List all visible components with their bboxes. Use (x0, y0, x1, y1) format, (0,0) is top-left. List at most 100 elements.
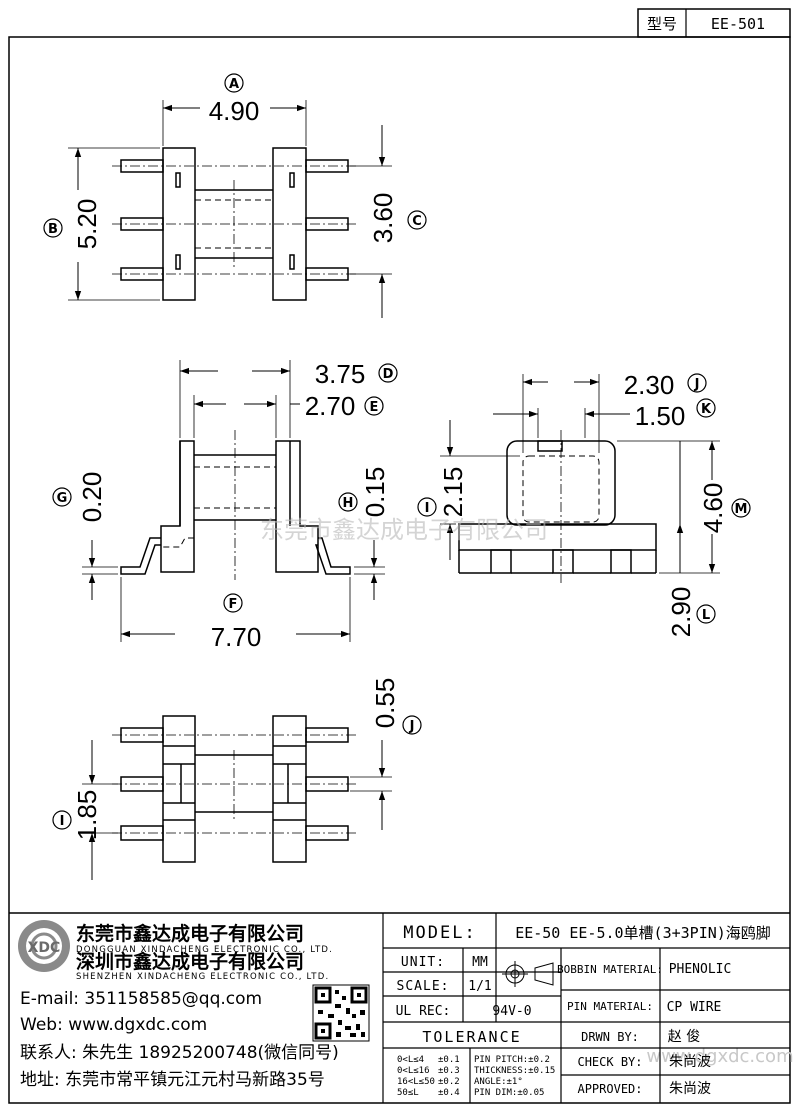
svg-text:XDC: XDC (28, 940, 61, 956)
front-view-dimensions (88, 367, 378, 638)
tb-pin-label: PIN MATERIAL: (567, 1000, 653, 1013)
tb-ulrec-value: 94V-0 (492, 1004, 531, 1019)
tb-unit-label: UNIT: (401, 955, 445, 970)
dim-J2-label: J (402, 715, 422, 735)
tb-model-value: EE-50 EE-5.0单槽(3+3PIN)海鸥脚 (515, 924, 771, 942)
svg-text:D: D (383, 367, 394, 382)
tol-range: 16<L≤50 (397, 1077, 435, 1087)
projection-symbol (502, 961, 554, 987)
tol-value: ±0.2 (438, 1077, 460, 1087)
tb-tolerance-label: TOLERANCE (422, 1028, 521, 1046)
svg-text:F: F (229, 597, 238, 612)
front-view (82, 360, 385, 642)
tb-model-label: MODEL: (403, 923, 476, 943)
svg-text:J: J (409, 719, 415, 734)
tb-drawn-label: DRWN BY: (581, 1030, 639, 1044)
tol-spec: THICKNESS:±0.15 (474, 1066, 555, 1076)
dim-E-label: E (364, 396, 384, 416)
dim-K-label: K (696, 398, 716, 418)
dim-A-value: 4.90 (209, 96, 260, 126)
bottom-view-dimensions (88, 740, 386, 880)
svg-text:A: A (229, 77, 239, 92)
tol-spec: PIN PITCH:±0.2 (474, 1055, 550, 1065)
company-web: Web: www.dgxdc.com (20, 1015, 207, 1035)
tb-drawn-value: 赵 俊 (668, 1029, 700, 1045)
company-name-sz-en: SHENZHEN XINDACHENG ELECTRONIC CO., LTD. (76, 972, 329, 982)
sheet-border (8, 36, 791, 1104)
tol-value: ±0.4 (438, 1088, 460, 1098)
dim-L-label: L (696, 604, 716, 624)
dim-G-label: G (52, 487, 72, 507)
company-name-sz: 深圳市鑫达成电子有限公司 (76, 950, 304, 973)
dim-M-label: M (731, 498, 751, 518)
watermark-url: www.dgxdc.com (646, 1046, 793, 1067)
tol-spec: PIN DIM:±0.05 (474, 1088, 544, 1098)
svg-text:I: I (425, 501, 430, 516)
svg-text:C: C (412, 214, 422, 229)
dim-I2-value: 1.85 (72, 790, 102, 841)
dim-C-value: 3.60 (368, 193, 398, 244)
svg-text:M: M (735, 502, 748, 517)
company-address: 地址: 东莞市常平镇元江元村马新路35号 (20, 1070, 325, 1090)
tol-range: 0<L≤4 (397, 1055, 424, 1065)
tb-pin-value: CP WIRE (667, 1000, 722, 1015)
dim-M-value: 4.60 (698, 483, 728, 534)
company-contact: 联系人: 朱先生 18925200748(微信同号) (20, 1043, 339, 1063)
dim-F-label: F (223, 593, 243, 613)
dim-F-value: 7.70 (211, 622, 262, 652)
tol-range: 0<L≤16 (397, 1066, 430, 1076)
dim-D-label: D (378, 363, 398, 383)
dim-H-label: H (338, 492, 358, 512)
tb-approved-label: APPROVED: (577, 1082, 642, 1096)
svg-text:K: K (701, 402, 712, 417)
dim-A-label: A (224, 73, 244, 93)
qr-code (312, 984, 370, 1042)
dim-J2-value: 0.55 (370, 678, 400, 729)
tol-value: ±0.1 (438, 1055, 460, 1065)
tb-scale-label: SCALE: (397, 979, 450, 994)
dim-I-value: 2.15 (438, 467, 468, 518)
dim-I-label: I (417, 497, 437, 517)
dim-K-value: 1.50 (635, 401, 686, 431)
dim-E-value: 2.70 (305, 391, 356, 421)
bottom-view (82, 715, 392, 863)
company-email: E-mail: 351158585@qq.com (20, 989, 262, 1009)
tb-approved-value: 朱尚波 (669, 1081, 711, 1097)
dim-G-value: 0.20 (77, 472, 107, 523)
svg-text:J: J (694, 377, 700, 392)
company-name-dg-en: DONGGUAN XINDACHENG ELECTRONIC CO., LTD. (76, 945, 333, 955)
svg-text:G: G (57, 491, 68, 506)
tol-value: ±0.3 (438, 1066, 460, 1076)
dim-H-value: 0.15 (360, 467, 390, 518)
dim-C-label: C (407, 210, 427, 230)
top-view (68, 100, 392, 301)
svg-text:I: I (60, 814, 65, 829)
tb-bobbin-label: BOBBIN MATERIAL: (557, 963, 663, 976)
company-name-dg: 东莞市鑫达成电子有限公司 (76, 922, 304, 945)
side-view-dimensions (446, 378, 716, 573)
svg-text:E: E (370, 400, 379, 415)
tb-unit-value: MM (472, 955, 488, 970)
header-model-box: 型号 EE-501 (637, 8, 791, 38)
dim-D-value: 3.75 (315, 359, 366, 389)
tb-scale-value: 1/1 (468, 979, 491, 994)
svg-text:L: L (702, 608, 710, 623)
dim-B-value: 5.20 (72, 199, 102, 250)
tol-spec: ANGLE:±1° (474, 1077, 523, 1087)
tb-check-label: CHECK BY: (577, 1055, 642, 1069)
tb-ulrec-label: UL REC: (396, 1004, 451, 1019)
tb-bobbin-value: PHENOLIC (669, 962, 732, 977)
top-view-dimensions (74, 104, 386, 318)
header-model-label: 型号 (647, 15, 677, 33)
tolerance-table: 0<L≤4 ±0.1 PIN PITCH:±0.2 0<L≤16 ±0.3 TH… (397, 1055, 555, 1098)
svg-text:B: B (48, 222, 58, 237)
title-block-grid (382, 913, 790, 1103)
company-logo: XDC (18, 920, 70, 972)
header-model-value: EE-501 (711, 15, 765, 33)
dim-L-value: 2.90 (666, 587, 696, 638)
tb-check-value: 朱尚波 (669, 1054, 711, 1070)
svg-text:H: H (343, 496, 354, 511)
tol-range: 50≤L (397, 1088, 419, 1098)
dim-B-label: B (43, 218, 63, 238)
